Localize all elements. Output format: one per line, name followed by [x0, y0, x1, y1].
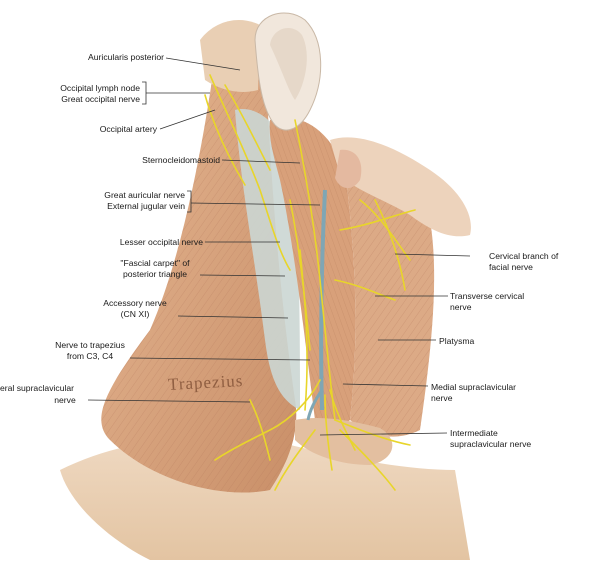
leader-lines [87, 57, 471, 436]
label-nerve-trapezius-line2: from C3, C4 [66, 351, 114, 361]
label-lateral-supraclavicular-line1: eral supraclavicular [0, 383, 75, 393]
occipital-skin [200, 20, 260, 92]
label-accessory-nerve-line1: Accessory nerve [103, 298, 167, 308]
label-intermediate-supraclavicular-line2: supraclavicular nerve [450, 439, 532, 449]
label-great-occipital-nerve: Great occipital nerve [61, 94, 140, 104]
clavicle-region [295, 417, 393, 465]
label-medial-supraclavicular-line2: nerve [431, 393, 453, 403]
label-intermediate-supraclavicular-line1: Intermediate [450, 428, 498, 438]
label-cervical-branch-line1: Cervical branch of [489, 251, 559, 261]
label-lesser-occipital-nerve: Lesser occipital nerve [119, 237, 203, 247]
label-sternocleidomastoid: Sternocleidomastoid [142, 155, 220, 165]
label-fascial-carpet-line2: posterior triangle [122, 269, 187, 279]
label-cervical-branch-line2: facial nerve [489, 262, 533, 272]
nerves [204, 74, 416, 491]
label-occipital-lymph-node: Occipital lymph node [60, 83, 140, 93]
label-lateral-supraclavicular-line2: nerve [54, 395, 76, 405]
label-transverse-cervical-line2: nerve [450, 302, 472, 312]
label-occipital-artery: Occipital artery [99, 124, 157, 134]
label-external-jugular-vein: External jugular vein [107, 201, 185, 211]
trapezius-in-image-text: Trapezius [167, 371, 244, 394]
label-medial-supraclavicular-line1: Medial supraclavicular [431, 382, 517, 392]
label-great-auricular-nerve: Great auricular nerve [104, 190, 185, 200]
label-fascial-carpet-line1: "Fascial carpet" of [120, 258, 190, 268]
label-transverse-cervical-line1: Transverse cervical [450, 291, 525, 301]
label-accessory-nerve-line2: (CN XI) [120, 309, 150, 319]
label-auricularis-posterior: Auricularis posterior [88, 52, 164, 62]
label-platysma: Platysma [439, 336, 475, 346]
label-nerve-trapezius-line1: Nerve to trapezius [55, 340, 125, 350]
jaw-skin [330, 137, 471, 237]
